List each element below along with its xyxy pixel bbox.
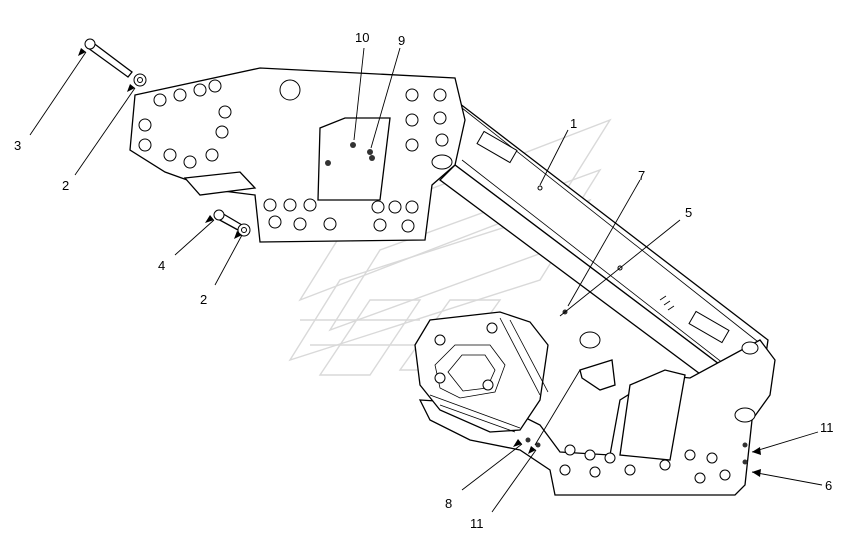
washer-11b (535, 442, 541, 448)
right-side-plate (418, 339, 776, 496)
bolt-9 (367, 149, 373, 155)
callout-11-right: 11 (820, 420, 834, 435)
bolt-6 (742, 459, 748, 465)
hitch-casting (414, 311, 601, 433)
bolt-8 (525, 437, 531, 443)
callout-labels: 1 2 2 3 4 5 6 7 8 9 10 11 11 (14, 30, 834, 531)
watermark-logo (288, 118, 612, 376)
bolt-10 (350, 142, 356, 148)
callout-10: 10 (355, 30, 369, 45)
leader-lines (29, 47, 823, 513)
callout-2-lower: 2 (200, 292, 207, 307)
callout-1: 1 (570, 116, 577, 131)
callout-11-bottom: 11 (470, 516, 484, 531)
callout-2-upper: 2 (62, 178, 69, 193)
callout-4: 4 (158, 258, 165, 273)
callout-7: 7 (638, 168, 645, 183)
callout-6: 6 (825, 478, 832, 493)
hole-pattern-right (559, 444, 731, 484)
fasteners (84, 38, 748, 465)
left-side-plate (129, 67, 466, 243)
small-bracket (562, 309, 616, 391)
callout-5: 5 (685, 205, 692, 220)
bolt-3 (87, 41, 133, 78)
callout-3: 3 (14, 138, 21, 153)
callout-9: 9 (398, 33, 405, 48)
callout-8: 8 (445, 496, 452, 511)
washer-11a (742, 442, 748, 448)
hole-pattern-left (138, 79, 449, 233)
